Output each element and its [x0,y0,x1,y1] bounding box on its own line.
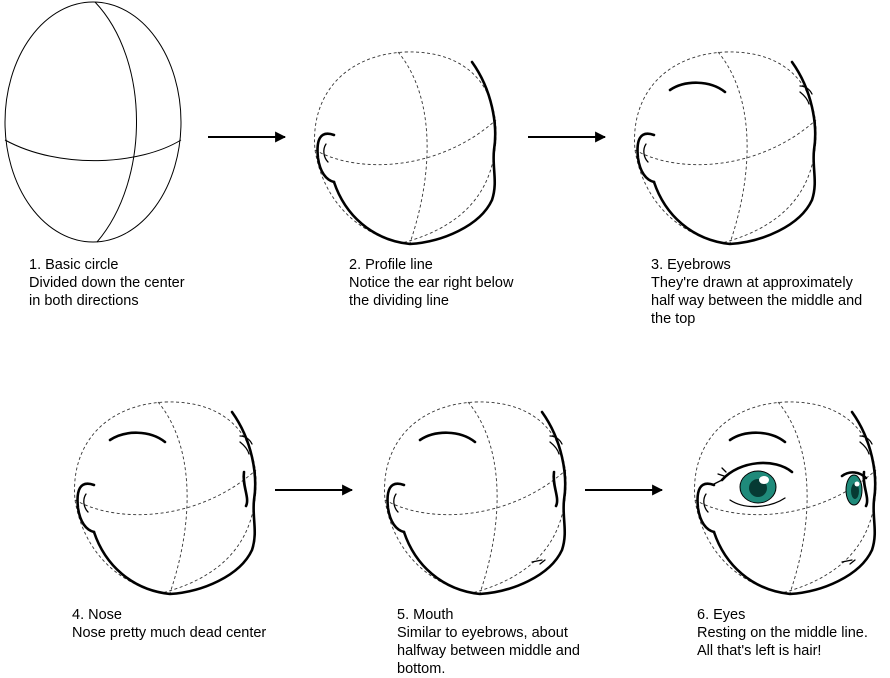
step-description-line: Resting on the middle line. [697,625,868,641]
step-title: Mouth [413,607,454,623]
step-3-caption: 3. Eyebrows They're drawn at approximate… [651,256,862,328]
step-number: 5. [397,607,410,623]
step-5-mouth-figure [383,400,568,596]
step-description-line: in both directions [29,293,139,309]
step-description-line: Similar to eyebrows, about [397,625,568,641]
step-description-line: the top [651,311,696,327]
step-description-line: halfway between middle and [397,643,580,659]
step-number: 4. [72,607,85,623]
step-number: 6. [697,607,710,623]
step-number: 2. [349,257,362,273]
step-1-basic-circle-figure [4,1,182,243]
step-4-nose-figure [73,400,258,596]
step-title: Nose [88,607,122,623]
step-1-caption: 1. Basic circle Divided down the center … [29,256,185,310]
step-title: Eyebrows [667,257,731,273]
step-description-line: Nose pretty much dead center [72,625,267,641]
step-description-line: Divided down the center [29,275,185,291]
step-description-line: half way between the middle and [651,293,863,309]
step-6-caption: 6. Eyes Resting on the middle line. All … [697,606,868,660]
step-description-line: They're drawn at approximately [651,275,853,291]
step-3-eyebrows-figure [633,50,818,246]
step-4-caption: 4. Nose Nose pretty much dead center [72,606,266,642]
step-5-caption: 5. Mouth Similar to eyebrows, about half… [397,606,580,678]
step-title: Profile line [365,257,433,273]
step-title: Eyes [713,607,746,623]
step-description-line: bottom. [397,661,446,677]
step-description-line: Notice the ear right below [349,275,514,291]
step-2-caption: 2. Profile line Notice the ear right bel… [349,256,513,310]
step-title: Basic circle [45,257,119,273]
step-number: 3. [651,257,664,273]
right-eye-icon [840,471,868,506]
step-number: 1. [29,257,42,273]
step-description-line: All that's left is hair! [697,643,822,659]
step-description-line: the dividing line [349,293,449,309]
step-2-profile-line-figure [313,50,498,246]
left-eye-icon [713,461,794,508]
step-6-eyes-figure [693,400,878,596]
